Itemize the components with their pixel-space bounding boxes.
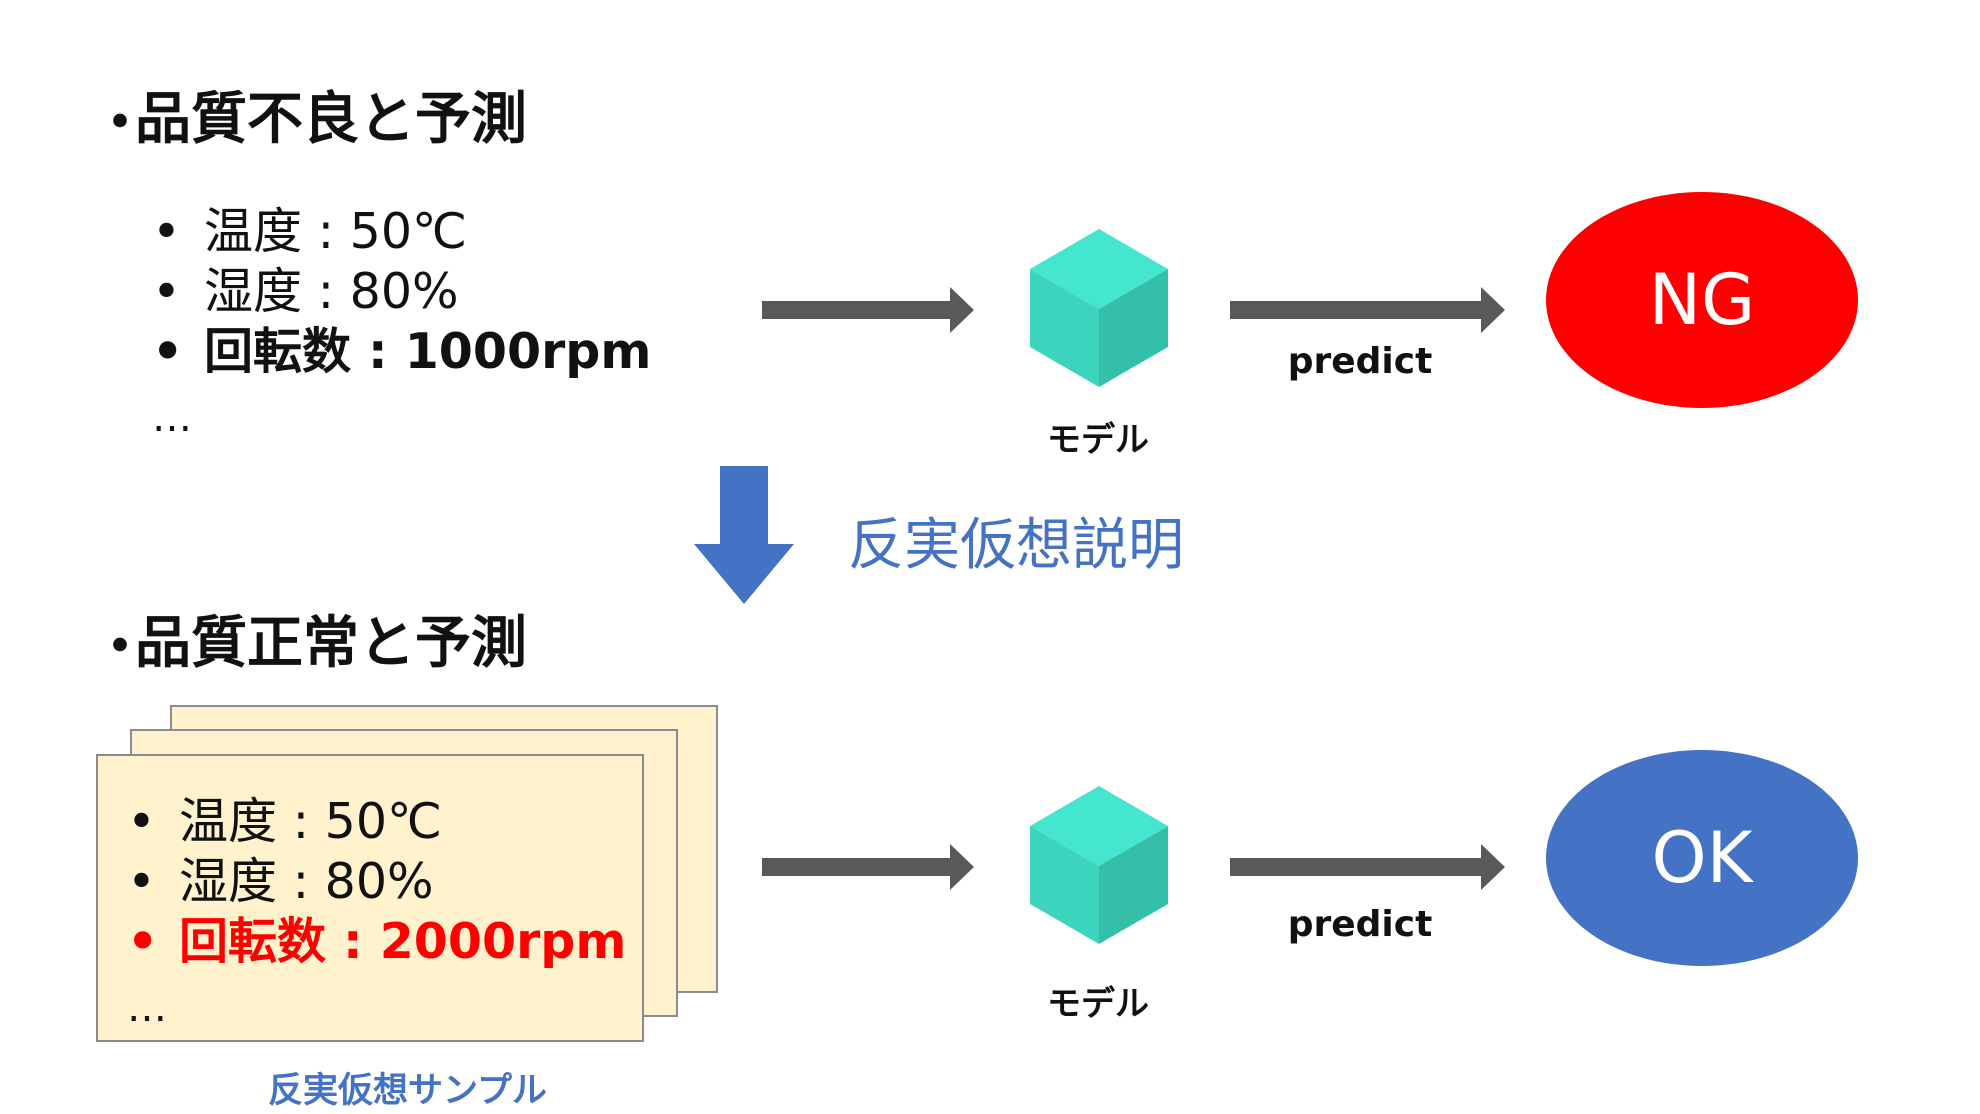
section-bullet-bottom: ・: [92, 615, 148, 680]
section-bullet-top: ・: [92, 91, 148, 156]
ok-result-oval: OK: [1546, 750, 1858, 966]
arrow-down-icon: [694, 466, 794, 604]
model-label: モデル: [1047, 984, 1149, 1024]
counterfactual-explanation-label: 反実仮想説明: [848, 513, 1184, 578]
bottom-ellipsis: …: [127, 985, 167, 1031]
counterfactual-sample-caption: 反実仮想サンプル: [268, 1071, 547, 1111]
sample-card-front: [96, 754, 644, 1042]
list-item: •回転数 : 1000rpm: [152, 323, 652, 380]
model-label: モデル: [1047, 420, 1149, 460]
ng-result-oval: NG: [1546, 192, 1858, 408]
top-ellipsis: …: [152, 395, 192, 441]
list-item: •湿度 : 80%: [127, 853, 434, 910]
arrow-right-icon: [762, 287, 974, 333]
arrow-right-icon: [1230, 844, 1505, 890]
list-item: •回転数 : 2000rpm: [127, 913, 627, 970]
result-label-ng: NG: [1648, 259, 1756, 341]
result-label-ok: OK: [1651, 817, 1753, 899]
model-cube-icon: [1030, 229, 1168, 387]
top-section-title: 品質不良と予測: [135, 87, 527, 152]
predict-label: predict: [1287, 904, 1433, 945]
list-item: •温度 : 50℃: [127, 793, 443, 850]
bottom-feature-list: •温度 : 50℃ •湿度 : 80% •回転数 : 2000rpm: [127, 792, 626, 972]
arrow-right-icon: [1230, 287, 1505, 333]
list-item: •湿度 : 80%: [152, 263, 459, 320]
predict-label: predict: [1287, 341, 1433, 382]
top-feature-list: •温度 : 50℃ •湿度 : 80% •回転数 : 1000rpm: [152, 202, 651, 382]
list-item: •温度 : 50℃: [152, 203, 468, 260]
model-cube-icon: [1030, 786, 1168, 944]
bottom-section-title: 品質正常と予測: [135, 611, 527, 676]
arrow-right-icon: [762, 844, 974, 890]
